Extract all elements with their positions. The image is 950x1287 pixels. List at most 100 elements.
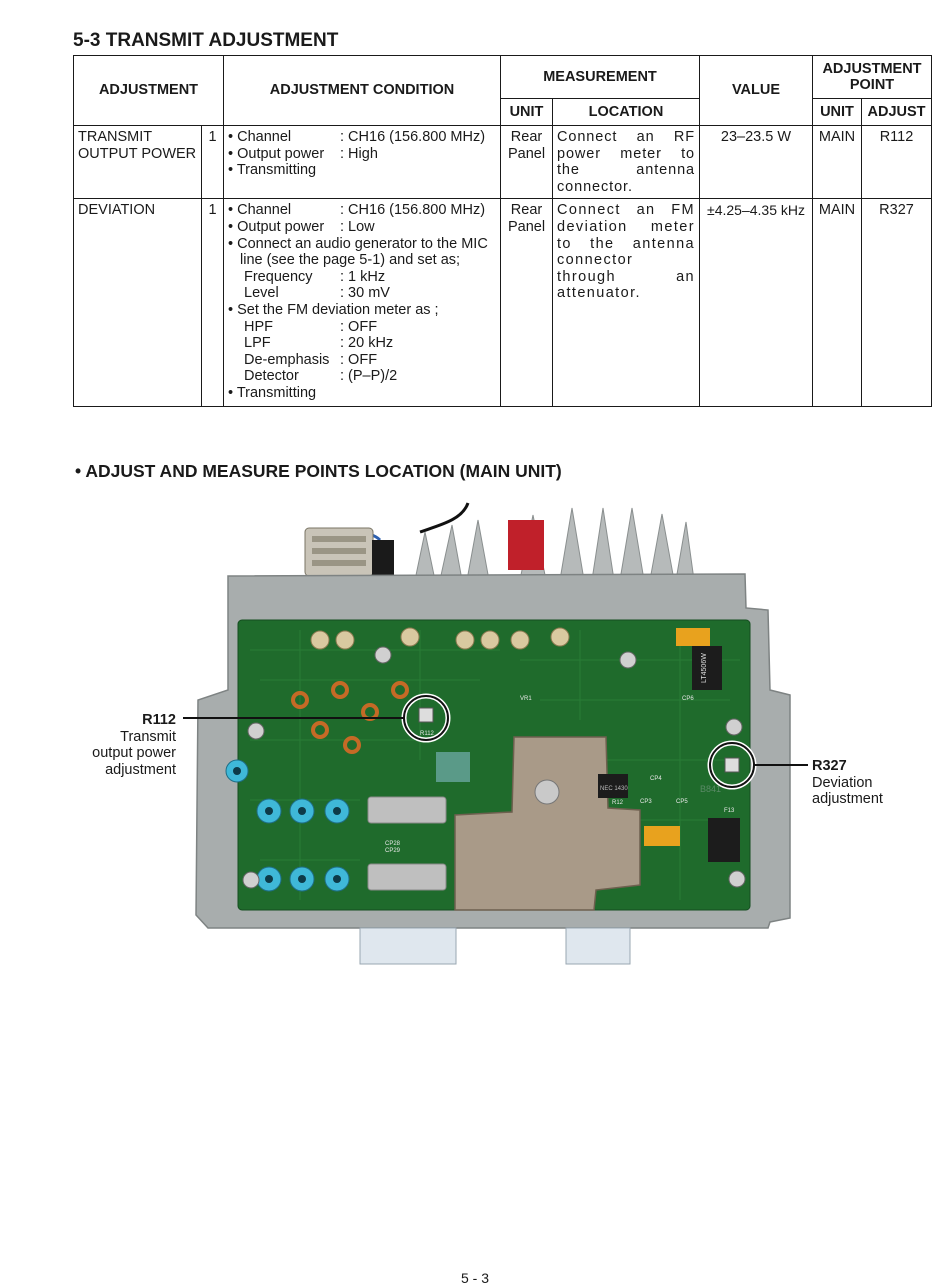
cond-key: De-emphasis: [244, 351, 330, 368]
cond-key: HPF: [244, 318, 273, 335]
points-location-heading: • ADJUST AND MEASURE POINTS LOCATION (MA…: [75, 461, 562, 481]
adjustment-name: DEVIATION: [73, 198, 202, 408]
header-adjustment: ADJUSTMENT: [73, 55, 224, 126]
shield-screw: [534, 779, 560, 805]
cond-value: : Low: [340, 218, 375, 235]
header-ap-adjust: ADJUST: [860, 98, 933, 126]
capacitor-orange: [644, 826, 680, 846]
cond-key: Frequency: [244, 268, 313, 285]
crystal-module: [367, 796, 447, 824]
transmit-adjustment-table: ADJUSTMENT ADJUSTMENT CONDITION MEASUREM…: [73, 55, 933, 408]
pcb-label: CP28: [385, 841, 401, 847]
cond-item: Set the FM deviation meter as ;: [228, 302, 496, 319]
section-heading: 5-3 TRANSMIT ADJUSTMENT: [73, 30, 339, 51]
pcb-label: F13: [724, 808, 735, 814]
adjustment-name: TRANSMIT OUTPUT POWER: [73, 124, 202, 200]
table-row: TRANSMIT OUTPUT POWER 1 Channel: CH16 (1…: [73, 124, 933, 200]
pcb-label: CP4: [650, 776, 662, 782]
cond-key: Level: [244, 285, 279, 302]
cond-value: : CH16 (156.800 MHz): [340, 129, 486, 145]
cond-value: : OFF: [340, 318, 378, 335]
r112-callout: R112 Transmit output power adjustment: [60, 712, 176, 778]
cond-value: : OFF: [340, 351, 378, 368]
r112-callout-text: adjustment: [105, 761, 176, 778]
r327-callout-title: R327: [812, 758, 847, 774]
measurement-unit-line: Panel: [507, 218, 546, 235]
cond-value: : 1 kHz: [340, 268, 386, 285]
pcb-label: VR1: [520, 696, 532, 702]
adjustment-point-adjust: R112: [860, 124, 933, 200]
ic-chip: [598, 774, 628, 798]
component-block: [436, 752, 470, 782]
board-screws: [242, 646, 746, 889]
cond-value: : CH16 (156.800 MHz): [340, 202, 486, 219]
adjustment-condition: Channel: CH16 (156.800 MHz) Output power…: [223, 198, 501, 408]
cond-key: LPF: [244, 335, 271, 352]
ribbon-cable: [359, 927, 457, 965]
header-meas-unit: UNIT: [500, 98, 553, 126]
adjustment-name-line: DEVIATION: [78, 202, 156, 219]
pcb-label: CP5: [676, 799, 688, 805]
cond-item-cont: line (see the page 5-1) and set as;: [240, 252, 461, 269]
pcb-label: LT4506W: [701, 653, 708, 683]
cable-black: [419, 502, 470, 534]
coils: [291, 681, 409, 754]
crystal-module: [367, 863, 447, 891]
pcb-label: CP6: [682, 696, 694, 702]
capacitor-orange: [676, 628, 710, 646]
pcb-label: CP3: [640, 799, 652, 805]
r112-callout-text: output power: [92, 745, 176, 762]
ribbon-cable: [565, 927, 631, 965]
value: 23–23.5 W: [699, 124, 813, 200]
cond-value: : (P–P)/2: [340, 368, 398, 385]
r112-callout-text: Transmit: [120, 728, 176, 745]
cond-key: Detector: [244, 368, 299, 385]
pcb-label: NEC 1430: [600, 786, 628, 792]
cond-key: Output power: [228, 219, 340, 236]
header-condition: ADJUSTMENT CONDITION: [223, 55, 501, 126]
r327-callout-text: Deviation: [812, 774, 873, 791]
page-number: 5 - 3: [460, 1270, 489, 1286]
adjustment-condition: Channel: CH16 (156.800 MHz) Output power…: [223, 124, 501, 200]
measurement-unit: Rear Panel: [500, 124, 553, 200]
measurement-unit-line: Rear: [510, 129, 543, 145]
adjustment-point-adjust: R327: [860, 198, 933, 408]
cond-key: Channel: [228, 202, 340, 219]
cond-item: Connect an audio generator to the MIC: [228, 236, 496, 253]
top-connectors: [310, 627, 570, 650]
measurement-unit-line: Rear: [510, 202, 543, 219]
r112-callout-title: R112: [142, 712, 176, 728]
cond-item: Transmitting: [228, 162, 496, 179]
measurement-location: Connect an RF power meter to the antenna…: [552, 124, 700, 200]
r327-callout: R327 Deviation adjustment: [812, 758, 932, 808]
pcb-label: CP29: [385, 848, 401, 854]
cyan-jack-holes: [233, 767, 341, 883]
adjustment-point-unit: MAIN: [812, 124, 862, 200]
adjustment-name-line: OUTPUT POWER: [78, 145, 197, 162]
pcb-label: B841: [700, 784, 721, 794]
cond-value: : 30 mV: [340, 285, 390, 302]
cond-value: : 20 kHz: [340, 335, 394, 352]
adjustment-name-line: TRANSMIT: [78, 129, 153, 145]
table-row: DEVIATION 1 Channel: CH16 (156.800 MHz) …: [73, 198, 933, 408]
pcb-label: R12: [612, 800, 624, 806]
pcb-label: R112: [420, 731, 435, 737]
r112-trimmer: [418, 707, 434, 723]
r327-trimmer: [724, 757, 740, 773]
cond-value: : High: [340, 145, 378, 162]
antenna-connector: [304, 527, 394, 577]
pcb-silkscreen: R112 LT4506W NEC 1430 B841 CP28 CP29 VR1…: [385, 653, 735, 854]
cond-key: Channel: [228, 129, 340, 146]
measurement-unit-line: Panel: [507, 145, 546, 162]
heatsink: [414, 507, 695, 581]
header-measurement: MEASUREMENT: [500, 55, 700, 99]
header-meas-location: LOCATION: [552, 98, 700, 126]
header-value: VALUE: [699, 55, 813, 126]
r327-callout-text: adjustment: [812, 791, 883, 808]
component-black: [708, 818, 740, 862]
cond-item: Transmitting: [228, 385, 496, 402]
measurement-location: Connect an FM deviation meter to the ant…: [552, 198, 700, 408]
component-black: [692, 646, 722, 690]
header-adjustment-point: ADJUSTMENT POINT: [811, 55, 933, 99]
